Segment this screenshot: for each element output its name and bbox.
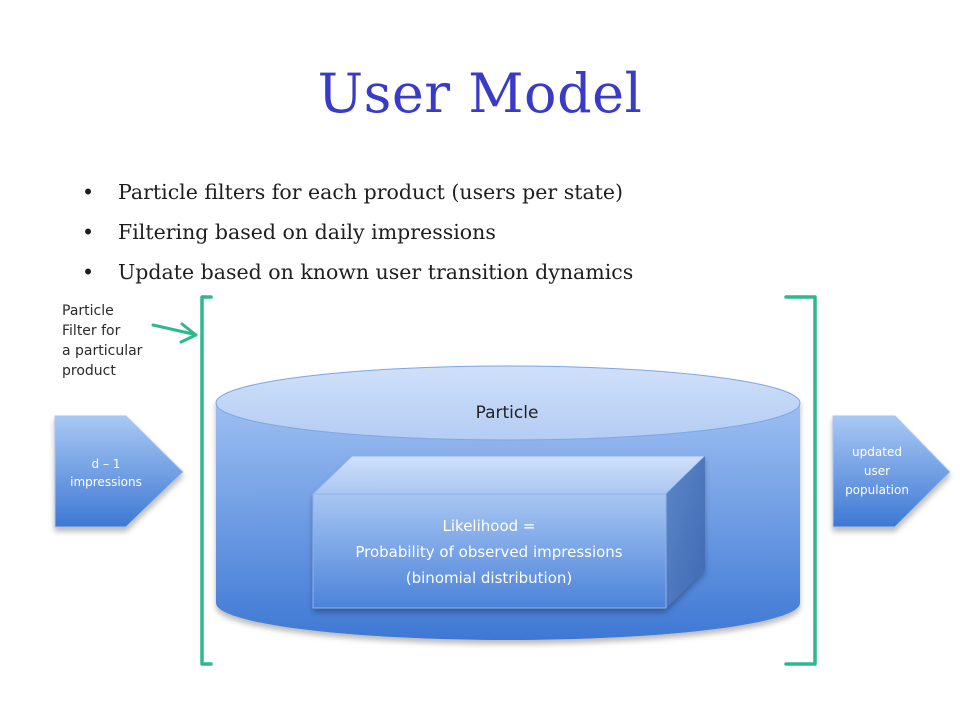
side-label-line: Filter for bbox=[62, 323, 121, 339]
particle-filter-label: Particle Filter for a particular product bbox=[62, 301, 172, 381]
box-label: Probability of observed impressions bbox=[355, 543, 622, 561]
slide-title: User Model bbox=[317, 62, 643, 125]
box-side-face bbox=[666, 456, 705, 608]
output-arrow bbox=[832, 415, 951, 528]
side-label-line: a particular bbox=[62, 343, 143, 359]
pointer-arrow bbox=[151, 322, 198, 344]
bullet-item: Particle filters for each product (users… bbox=[82, 172, 633, 212]
output-arrow-label: updated bbox=[852, 445, 902, 459]
right-bracket bbox=[784, 295, 817, 666]
input-arrow bbox=[54, 415, 184, 528]
side-label-line: Particle bbox=[62, 303, 114, 319]
output-arrow-label: population bbox=[845, 483, 909, 497]
bullet-item: Update based on known user transition dy… bbox=[82, 252, 633, 292]
box-label: Likelihood = bbox=[443, 517, 536, 535]
box-label: (binomial distribution) bbox=[406, 569, 572, 587]
box-front-face bbox=[312, 493, 667, 609]
likelihood-box bbox=[311, 455, 707, 609]
left-bracket bbox=[200, 295, 213, 666]
input-arrow-label: d – 1 bbox=[92, 457, 121, 471]
cylinder-label: Particle bbox=[476, 403, 539, 423]
box-top-face bbox=[311, 455, 707, 495]
cylinder-top bbox=[215, 365, 801, 441]
input-arrow-label: impressions bbox=[70, 475, 142, 489]
output-arrow-label: user bbox=[864, 464, 890, 478]
bullet-item: Filtering based on daily impressions bbox=[82, 212, 633, 252]
side-label-line: product bbox=[62, 363, 116, 379]
bullet-list: Particle filters for each product (users… bbox=[82, 172, 633, 292]
